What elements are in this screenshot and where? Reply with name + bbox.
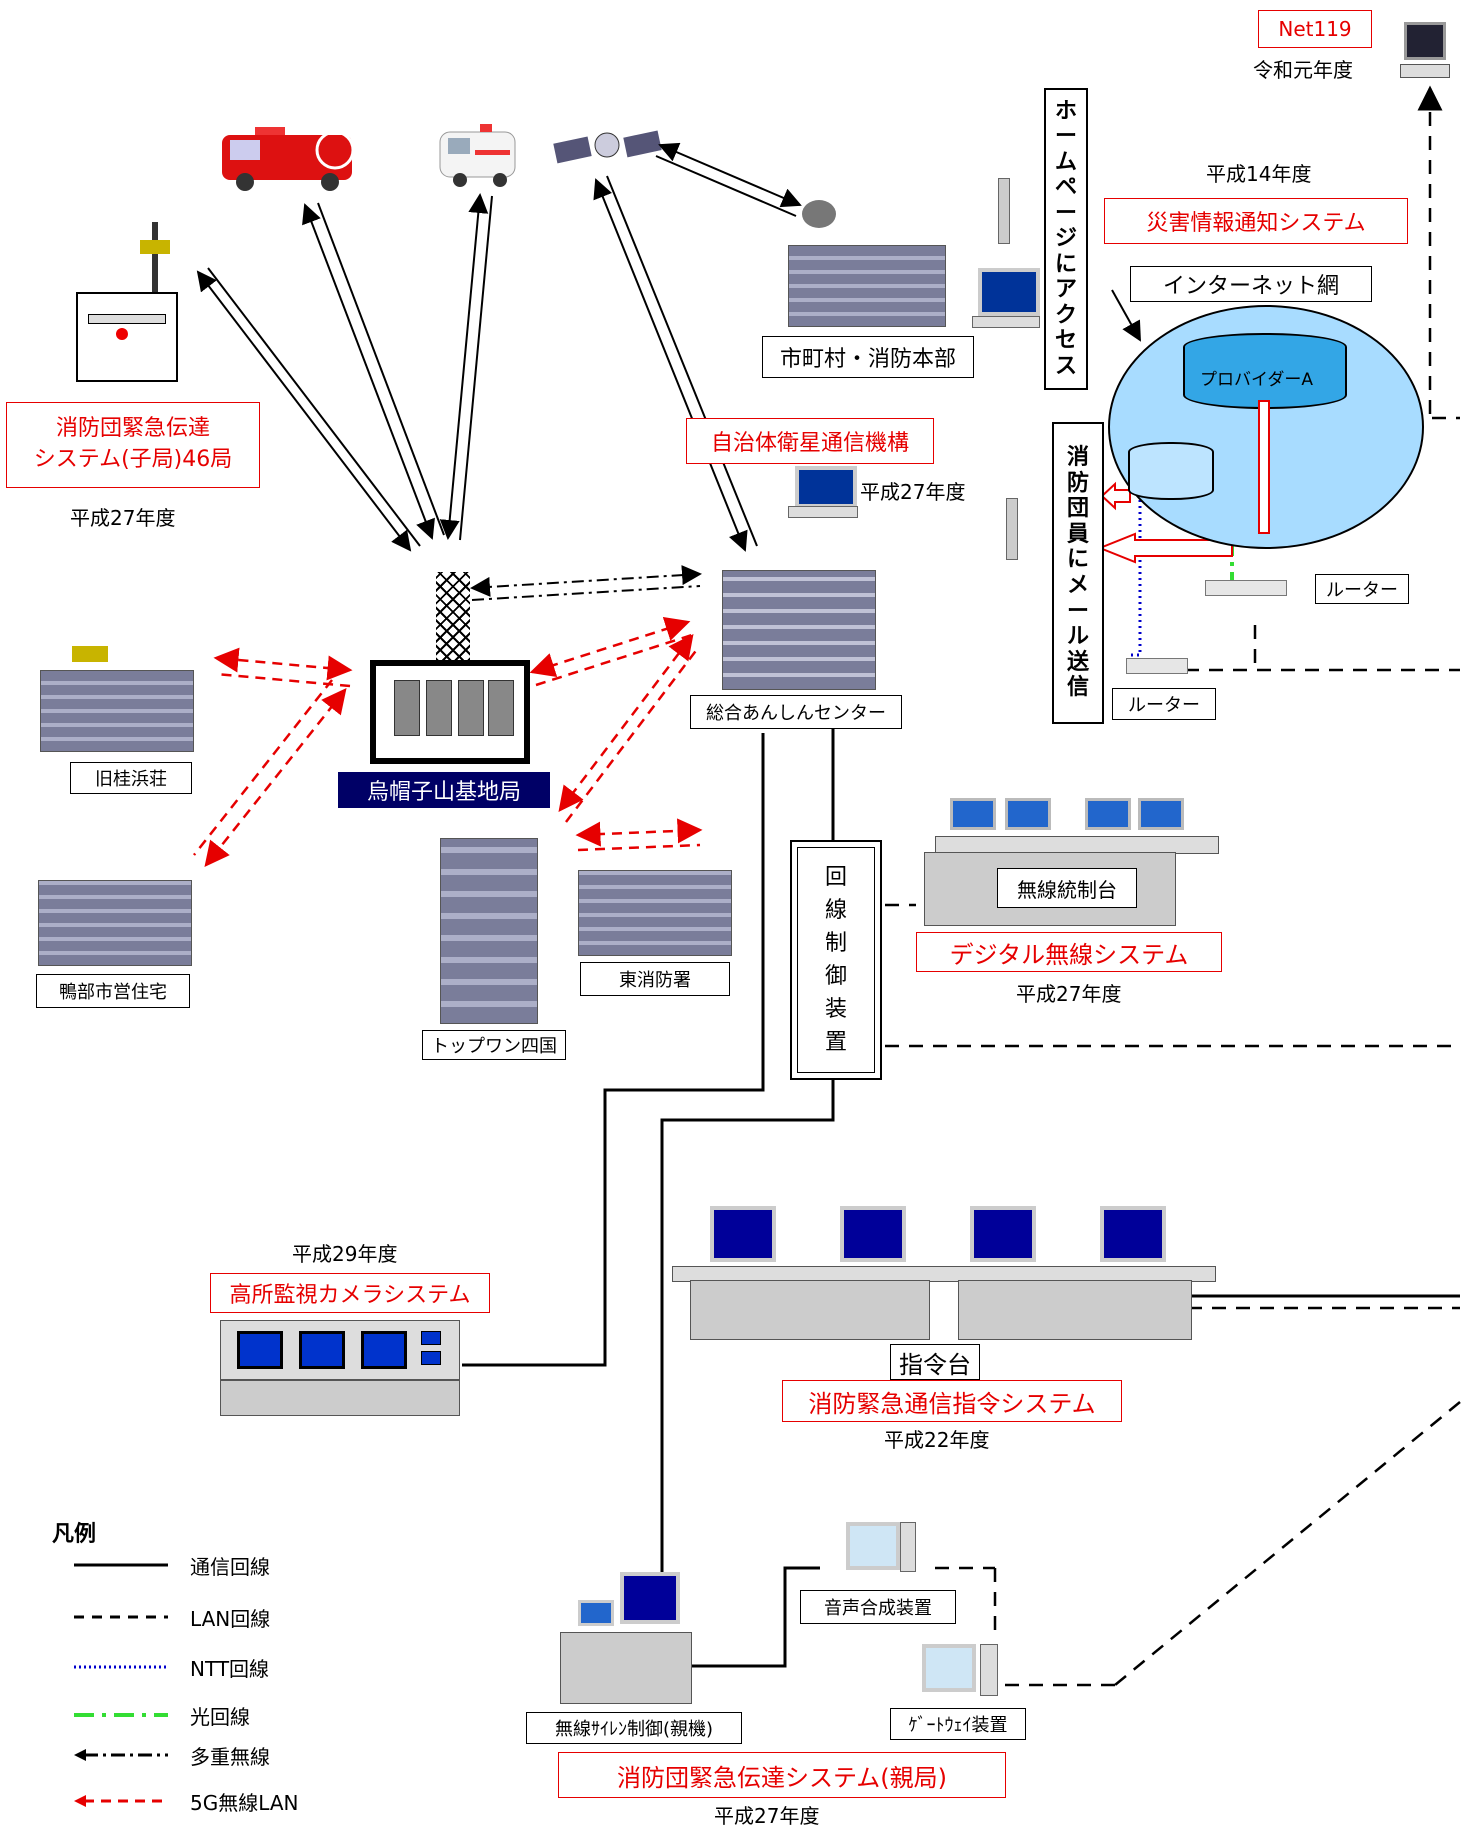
speaker-icon (72, 646, 108, 662)
net119-year: 令和元年度 (1253, 58, 1353, 82)
legend-ntt: NTT回線 (72, 1652, 269, 1682)
legend-solid-swatch (74, 1563, 168, 1567)
speaker-pole-icon (152, 222, 158, 292)
legend-lan: LAN回線 (72, 1602, 270, 1632)
camera-console (220, 1320, 460, 1380)
parent-station-year: 平成27年度 (714, 1804, 820, 1828)
digital-radio-label: デジタル無線システム (916, 932, 1222, 972)
pc-icon (978, 268, 1040, 316)
legend-5g: 5G無線LAN (72, 1786, 298, 1816)
disaster-info-year: 平成14年度 (1206, 162, 1312, 186)
legend-multiplex-swatch (74, 1749, 168, 1761)
satellite-org-label: 自治体衛星通信機構 (686, 418, 934, 464)
mobile-phone-icon (998, 178, 1010, 244)
mail-send-vertical: 消防 団員 にメ ール 送信 (1052, 422, 1104, 724)
kamobe-label: 鴨部市営住宅 (36, 974, 190, 1008)
voice-pc-icon (846, 1522, 916, 1578)
child-station-year: 平成27年度 (70, 506, 176, 530)
command-desk (672, 1266, 1216, 1282)
camera-year: 平成29年度 (292, 1242, 398, 1266)
pc-icon (795, 466, 857, 508)
anshin-center-building (722, 570, 876, 690)
router-icon (1126, 658, 1188, 674)
command-label: 消防緊急通信指令システム (782, 1380, 1122, 1422)
camera-console-base (220, 1380, 460, 1416)
kyu-keihinso-building (40, 670, 194, 752)
legend-title: 凡例 (52, 1522, 97, 1547)
satellite-icon (553, 130, 662, 164)
siren-label: 無線ｻｲﾚﾝ制御(親機) (526, 1712, 742, 1744)
city-hq-building (788, 245, 946, 327)
legend-ntt-swatch (74, 1665, 168, 1669)
kyu-keihinso-label: 旧桂浜荘 (70, 762, 192, 794)
base-station-label: 烏帽子山基地局 (338, 772, 550, 808)
disaster-info-label: 災害情報通知システム (1104, 198, 1408, 244)
camera-label: 高所監視カメラシステム (210, 1273, 490, 1313)
topone-building (440, 838, 538, 1024)
command-monitors (700, 1206, 1190, 1276)
command-desk-right (958, 1280, 1192, 1340)
legend-optical: 光回線 (72, 1700, 250, 1730)
keyboard-icon (788, 506, 858, 518)
topone-label: トップワン四国 (422, 1030, 566, 1060)
radio-console-label: 無線統制台 (997, 868, 1137, 908)
city-hq-label: 市町村・消防本部 (762, 336, 974, 378)
router-icon (1205, 580, 1287, 596)
legend-solid: 通信回線 (72, 1550, 270, 1580)
kamobe-building (38, 880, 192, 966)
mail-bar (1258, 400, 1270, 534)
net119-pc-icon (1400, 22, 1450, 80)
higashi-building (578, 870, 732, 956)
legend-multiplex: 多重無線 (72, 1740, 270, 1770)
internet-label: インターネット網 (1130, 266, 1372, 302)
fire-truck-icon (222, 127, 355, 191)
child-station-box (76, 292, 178, 382)
tower-icon (436, 572, 470, 660)
voice-label: 音声合成装置 (800, 1590, 956, 1624)
provider-a-label: プロバイダーA (1200, 370, 1313, 390)
legend-lan-swatch (74, 1615, 168, 1619)
base-station-box (370, 660, 530, 764)
legend-5g-swatch (74, 1795, 168, 1807)
parent-station-label: 消防団緊急伝達システム(親局) (558, 1752, 1006, 1798)
homepage-access-vertical: ホー ムペ ージ にア クセ ス (1044, 88, 1088, 390)
child-station-label: 消防団緊急伝達 システム(子局)46局 (6, 402, 260, 488)
higashi-label: 東消防署 (580, 962, 730, 996)
net119-label: Net119 (1258, 10, 1372, 48)
router2-label: ルーター (1112, 688, 1216, 720)
line-control-device: 回線 制御 装置 (790, 840, 882, 1080)
keyboard-icon (972, 316, 1040, 328)
anshin-center-label: 総合あんしんセンター (690, 695, 902, 729)
mail-db (1128, 442, 1214, 500)
command-console-label: 指令台 (890, 1344, 980, 1380)
radio-console-monitors (950, 798, 1184, 830)
siren-pc-icon (570, 1572, 690, 1632)
ambulance-icon (439, 124, 516, 187)
siren-desk (560, 1632, 692, 1704)
mobile-phone-icon (1006, 498, 1018, 560)
gateway-label: ｹﾞｰﾄｳｪｲ装置 (890, 1708, 1026, 1740)
satellite-org-year: 平成27年度 (860, 480, 966, 504)
legend-optical-swatch (74, 1713, 168, 1717)
satellite-dish-icon (802, 200, 836, 228)
command-year: 平成22年度 (884, 1428, 990, 1452)
speaker-icon (140, 240, 170, 254)
digital-radio-year: 平成27年度 (1016, 982, 1122, 1006)
command-desk-left (690, 1280, 930, 1340)
router1-label: ルーター (1315, 574, 1409, 604)
gateway-pc-icon (922, 1644, 1012, 1700)
